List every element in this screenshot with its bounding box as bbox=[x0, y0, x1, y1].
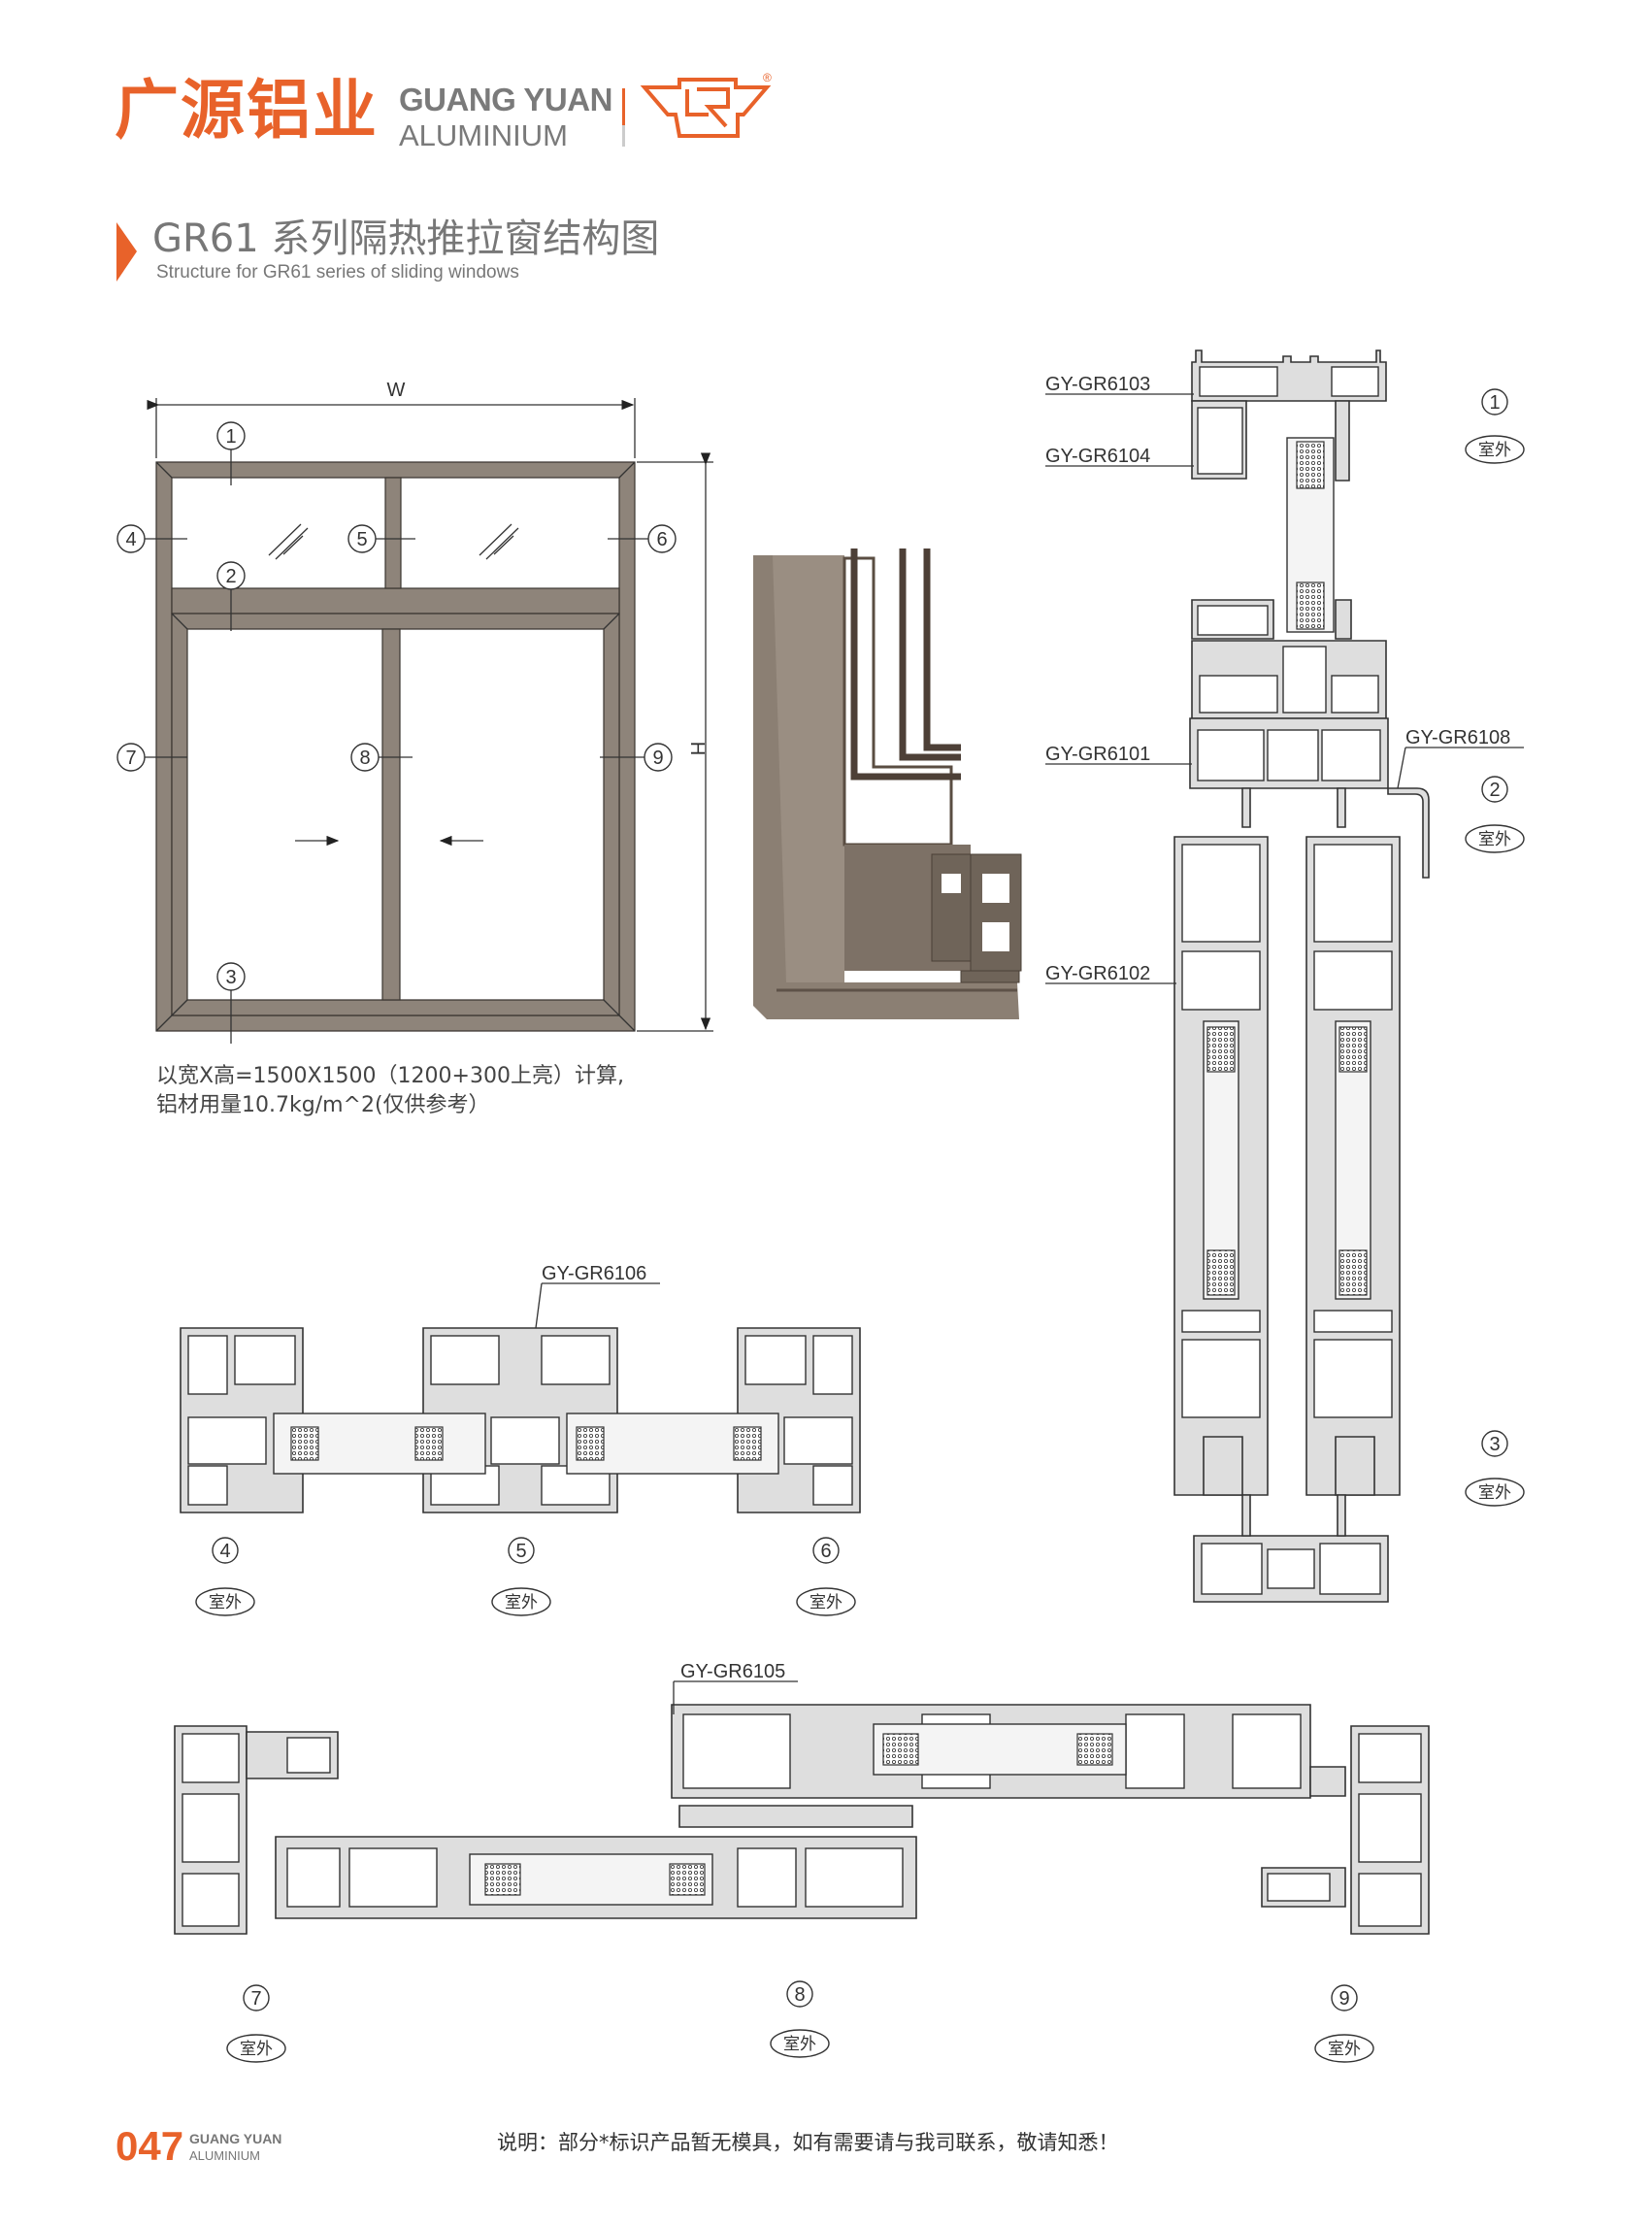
label-gr6104: GY-GR6104 bbox=[1045, 446, 1194, 467]
svg-text:GY-GR6106: GY-GR6106 bbox=[542, 1263, 646, 1284]
callout-6: 6 bbox=[647, 524, 677, 553]
label-gr6101: GY-GR6101 bbox=[1045, 744, 1192, 765]
svg-text:8: 8 bbox=[359, 748, 370, 769]
svg-text:室外: 室外 bbox=[209, 1593, 242, 1612]
svg-text:GY-GR6103: GY-GR6103 bbox=[1045, 374, 1150, 395]
svg-text:2: 2 bbox=[1489, 780, 1500, 801]
marker-6: 6 bbox=[812, 1537, 840, 1564]
svg-text:室外: 室外 bbox=[505, 1593, 538, 1612]
title-marker-icon bbox=[116, 222, 137, 282]
svg-text:室外: 室外 bbox=[240, 2040, 273, 2059]
outdoor-badge: 室外 bbox=[1465, 1478, 1525, 1507]
callout-7: 7 bbox=[116, 743, 146, 772]
svg-text:7: 7 bbox=[250, 1988, 261, 2010]
material-note-line1: 以宽X高=1500X1500（1200+300上亮）计算, bbox=[156, 1064, 624, 1088]
width-label: W bbox=[387, 380, 406, 401]
brand-divider bbox=[622, 88, 625, 147]
svg-text:GY-GR6102: GY-GR6102 bbox=[1045, 963, 1150, 984]
footer-brand-sub: ALUMINIUM bbox=[189, 2148, 260, 2163]
svg-text:室外: 室外 bbox=[1328, 2040, 1361, 2059]
height-label: H bbox=[686, 742, 708, 755]
horizontal-section-sash: GY-GR6105 7 室外 8 室外 9 室外 bbox=[174, 1661, 1430, 2063]
callout-5: 5 bbox=[347, 524, 377, 553]
material-note-line2: 铝材用量10.7kg/m^2(仅供参考） bbox=[156, 1093, 490, 1117]
svg-text:8: 8 bbox=[794, 1984, 805, 2006]
svg-text:GY-GR6108: GY-GR6108 bbox=[1405, 727, 1510, 748]
svg-text:GY-GR6105: GY-GR6105 bbox=[680, 1661, 785, 1682]
marker-7: 7 bbox=[243, 1984, 270, 2011]
svg-text:3: 3 bbox=[1489, 1434, 1500, 1455]
svg-text:室外: 室外 bbox=[1478, 830, 1511, 849]
window-elevation: W H 1 2 3 4 5 6 7 8 9 bbox=[116, 380, 713, 1044]
vertical-section: GY-GR6103 GY-GR6104 GY-GR6101 GY-GR6102 … bbox=[1045, 349, 1525, 1603]
marker-4: 4 bbox=[212, 1537, 239, 1564]
brand-name-en-sub: ALUMINIUM bbox=[399, 118, 568, 152]
callout-4: 4 bbox=[116, 524, 146, 553]
callout-2: 2 bbox=[216, 561, 246, 590]
svg-text:1: 1 bbox=[1489, 392, 1500, 414]
svg-text:6: 6 bbox=[820, 1541, 831, 1562]
outdoor-badge: 室外 bbox=[796, 1587, 856, 1616]
outdoor-badge: 室外 bbox=[491, 1587, 551, 1616]
svg-text:4: 4 bbox=[219, 1541, 230, 1562]
outdoor-badge: 室外 bbox=[1465, 435, 1525, 464]
footer-note: 说明：部分*标识产品暂无模具，如有需要请与我司联系，敬请知悉！ bbox=[497, 2131, 1119, 2154]
page-subtitle: Structure for GR61 series of sliding win… bbox=[156, 262, 519, 283]
svg-text:5: 5 bbox=[515, 1541, 526, 1562]
svg-text:室外: 室外 bbox=[1478, 441, 1511, 460]
marker-5: 5 bbox=[508, 1537, 535, 1564]
page-number: 047 bbox=[116, 2123, 184, 2169]
svg-text:2: 2 bbox=[225, 566, 236, 587]
svg-text:1: 1 bbox=[225, 426, 236, 448]
svg-text:7: 7 bbox=[125, 748, 136, 769]
cr-logo-icon: ® bbox=[640, 71, 772, 138]
outdoor-badge: 室外 bbox=[1465, 824, 1525, 853]
svg-text:5: 5 bbox=[356, 529, 367, 550]
outdoor-badge: 室外 bbox=[770, 2029, 830, 2058]
horizontal-section-transom: GY-GR6106 4 室外 5 室外 6 室外 bbox=[180, 1263, 861, 1616]
marker-8: 8 bbox=[786, 1980, 813, 2008]
marker-3: 3 bbox=[1481, 1430, 1508, 1457]
footer-brand: GUANG YUAN bbox=[189, 2131, 282, 2146]
label-gr6103: GY-GR6103 bbox=[1045, 374, 1194, 395]
corner-3d-render bbox=[753, 548, 1022, 1019]
brand-name-cn: 广源铝业 bbox=[115, 73, 379, 148]
svg-text:室外: 室外 bbox=[1478, 1483, 1511, 1503]
svg-text:9: 9 bbox=[1338, 1988, 1349, 2010]
svg-text:室外: 室外 bbox=[809, 1593, 843, 1612]
label-gr6106: GY-GR6106 bbox=[535, 1263, 660, 1329]
svg-text:9: 9 bbox=[652, 748, 663, 769]
svg-text:GY-GR6104: GY-GR6104 bbox=[1045, 446, 1150, 467]
outdoor-badge: 室外 bbox=[1314, 2034, 1374, 2063]
svg-text:6: 6 bbox=[656, 529, 667, 550]
label-gr6108: GY-GR6108 bbox=[1397, 727, 1524, 789]
outdoor-badge: 室外 bbox=[195, 1587, 255, 1616]
label-gr6105: GY-GR6105 bbox=[673, 1661, 798, 1714]
callout-9: 9 bbox=[644, 743, 673, 772]
svg-text:4: 4 bbox=[125, 529, 136, 550]
svg-text:室外: 室外 bbox=[783, 2035, 816, 2054]
callout-8: 8 bbox=[350, 743, 380, 772]
svg-text:®: ® bbox=[763, 71, 772, 84]
svg-text:3: 3 bbox=[225, 967, 236, 988]
svg-text:GY-GR6101: GY-GR6101 bbox=[1045, 744, 1150, 765]
callout-1: 1 bbox=[216, 421, 246, 450]
callout-3: 3 bbox=[216, 962, 246, 991]
outdoor-badge: 室外 bbox=[226, 2034, 286, 2063]
marker-1: 1 bbox=[1481, 388, 1508, 415]
marker-9: 9 bbox=[1331, 1984, 1358, 2011]
label-gr6102: GY-GR6102 bbox=[1045, 963, 1176, 984]
page-title: GR61 系列隔热推拉窗结构图 bbox=[152, 216, 660, 261]
brand-name-en: GUANG YUAN bbox=[399, 82, 612, 117]
marker-2: 2 bbox=[1481, 776, 1508, 803]
